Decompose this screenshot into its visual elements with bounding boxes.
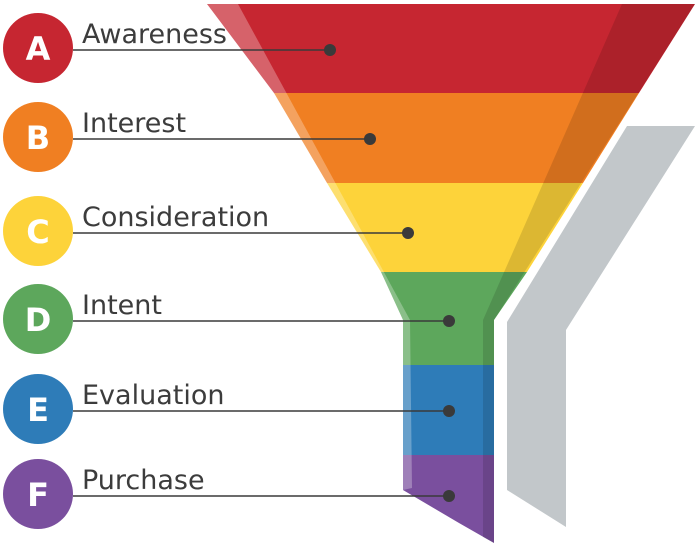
funnel-band-awareness	[207, 4, 695, 93]
leader-dot	[443, 405, 455, 417]
leader-dot	[364, 133, 376, 145]
badge-letter: F	[27, 476, 49, 514]
leader-dot	[443, 490, 455, 502]
stage-badge-e: E	[3, 374, 73, 444]
leader-dot	[324, 44, 336, 56]
stage-item-interest: B Interest	[3, 102, 376, 172]
leader-dot	[443, 315, 455, 327]
badge-circle	[3, 13, 73, 83]
badge-circle	[3, 374, 73, 444]
stage-item-purchase: F Purchase	[3, 459, 455, 529]
badge-letter: E	[27, 391, 49, 429]
stage-badge-a: A	[3, 13, 73, 83]
badge-circle	[3, 459, 73, 529]
badge-letter: C	[26, 213, 49, 251]
badge-letter: A	[26, 30, 51, 68]
stage-badge-c: C	[3, 196, 73, 266]
badge-letter: D	[25, 301, 52, 339]
badge-letter: B	[26, 119, 50, 157]
stage-item-awareness: A Awareness	[3, 13, 336, 83]
funnel-highlights	[207, 4, 695, 543]
badge-circle	[3, 196, 73, 266]
stage-item-evaluation: E Evaluation	[3, 374, 455, 444]
stage-item-intent: D Intent	[3, 284, 455, 354]
funnel-band-consideration	[327, 183, 583, 272]
stage-badge-b: B	[3, 102, 73, 172]
stage-label: Purchase	[82, 465, 205, 496]
stage-badge-f: F	[3, 459, 73, 529]
leader-dot	[402, 227, 414, 239]
badge-circle	[3, 102, 73, 172]
badge-circle	[3, 284, 73, 354]
funnel-right-shade	[483, 4, 695, 543]
stage-label: Intent	[82, 290, 162, 321]
stage-item-consideration: C Consideration	[3, 196, 414, 266]
stage-label: Interest	[82, 108, 186, 139]
stage-badge-d: D	[3, 284, 73, 354]
stage-label: Consideration	[82, 202, 269, 233]
stage-label: Evaluation	[82, 380, 224, 411]
stage-label: Awareness	[82, 19, 227, 50]
funnel-band-interest	[274, 93, 639, 183]
funnel-shadow	[507, 126, 695, 527]
